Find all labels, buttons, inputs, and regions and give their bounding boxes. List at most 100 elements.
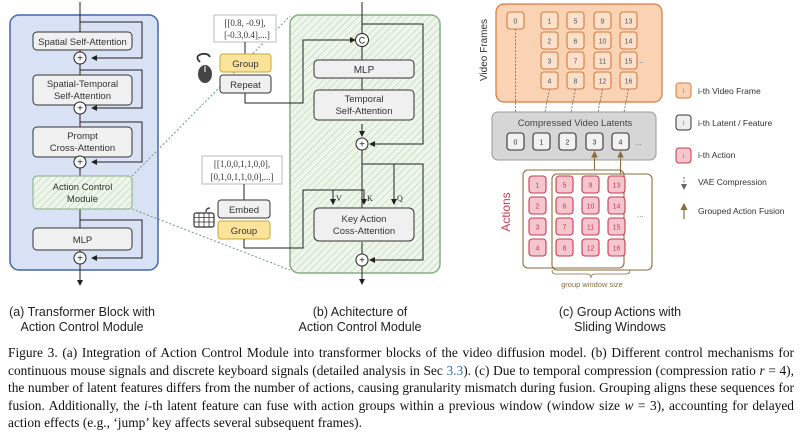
- caption-text: -th latent feature can fuse with action …: [147, 397, 625, 413]
- zoom-connector-bottom: [131, 208, 291, 271]
- caption-variable: r: [759, 362, 765, 378]
- latent-cell: 1: [532, 132, 551, 151]
- video-frame-cell: 4: [540, 71, 559, 90]
- section-reference-link[interactable]: 3.3: [446, 362, 464, 378]
- panel-b-action-control-module: C MLP Temporal Self-Attention + V K Q Ke…: [193, 2, 441, 285]
- svg-text:3: 3: [536, 225, 540, 232]
- svg-text:7: 7: [574, 59, 578, 66]
- caption-variable: w: [624, 397, 634, 413]
- svg-text:10: 10: [587, 204, 595, 211]
- svg-text:11: 11: [599, 59, 606, 66]
- svg-text:1: 1: [540, 140, 544, 147]
- temporal-label-1: Temporal: [344, 94, 383, 105]
- action-cell: 11: [581, 217, 600, 236]
- svg-text:0: 0: [514, 19, 518, 26]
- subcaption-c-line-2: Sliding Windows: [574, 320, 666, 334]
- prompt-label-2: Cross-Attention: [50, 143, 115, 154]
- action-cell: 14: [607, 196, 626, 215]
- subcaption-b: (b) Achitecture of Action Control Module: [280, 305, 440, 335]
- video-frame-cell: 2: [540, 31, 559, 50]
- svg-text:1: 1: [536, 183, 540, 190]
- caption-text: = 4), the number of latent features diff…: [8, 362, 794, 413]
- svg-text:i: i: [683, 121, 684, 127]
- subcaption-a-line-2: Action Control Module: [20, 320, 144, 334]
- action-cell: 9: [581, 175, 600, 194]
- subcaption-c-line-1: (c) Group Actions with: [558, 305, 682, 319]
- svg-text:4: 4: [548, 79, 552, 86]
- action-cell: 10: [581, 196, 600, 215]
- video-frame-cell: 5: [566, 11, 585, 30]
- action-cell: 2: [528, 196, 547, 215]
- action-cell: 7: [555, 217, 574, 236]
- spatial-temporal-label-1: Spatial-Temporal: [47, 79, 118, 90]
- svg-text:11: 11: [587, 225, 594, 232]
- svg-text:15: 15: [625, 59, 633, 66]
- action-cell: 12: [581, 238, 600, 257]
- video-frame-cell: 9: [593, 11, 612, 30]
- video-frame-cell: 13: [619, 11, 638, 30]
- add-node: +: [355, 137, 369, 151]
- svg-text:2: 2: [536, 204, 540, 211]
- latent-cell: 3: [585, 132, 604, 151]
- svg-text:i: i: [683, 154, 684, 160]
- action-cell: 4: [528, 238, 547, 257]
- legend-item-action: i i-th Action: [675, 147, 736, 164]
- caption-variable: i: [144, 397, 148, 413]
- action-cell: 1: [528, 175, 547, 194]
- latents-ellipsis: ...: [635, 138, 642, 147]
- svg-text:4: 4: [536, 246, 540, 253]
- keyboard-value-line-1: [[1,0,0,1,1,0,0],: [214, 159, 270, 169]
- mouse-value-line-1: [[0.8, -0.9],: [224, 18, 265, 28]
- svg-text:+: +: [77, 54, 83, 65]
- svg-text:Grouped Action Fusion: Grouped Action Fusion: [698, 206, 785, 216]
- video-frame-cell: 16: [619, 71, 638, 90]
- svg-text:8: 8: [563, 246, 567, 253]
- add-node: +: [355, 253, 369, 267]
- svg-text:7: 7: [563, 225, 567, 232]
- latent-cell: 2: [558, 132, 577, 151]
- action-cell: 16: [607, 238, 626, 257]
- svg-text:9: 9: [601, 19, 605, 26]
- svg-text:i-th Latent / Feature: i-th Latent / Feature: [698, 118, 772, 128]
- video-frame-cell: 14: [619, 31, 638, 50]
- svg-text:0: 0: [514, 140, 518, 147]
- add-node: +: [73, 155, 87, 169]
- mouse-repeat-label: Repeat: [230, 80, 261, 91]
- keyboard-value-line-2: [0,1,0,1,1,0,0],...]: [211, 172, 274, 182]
- svg-text:5: 5: [574, 19, 578, 26]
- svg-text:i: i: [683, 89, 684, 95]
- subcaption-b-line-1: (b) Achitecture of: [312, 305, 408, 319]
- spatial-self-attention-block: [32, 31, 133, 51]
- svg-text:+: +: [77, 104, 83, 115]
- video-frame-cell: 1: [540, 11, 559, 30]
- caption-text: = 3), accounting for delayed action effe…: [8, 397, 794, 431]
- figure-caption: Figure 3. (a) Integration of Action Cont…: [8, 344, 794, 432]
- video-frames-axis-label: Video Frames: [479, 19, 490, 81]
- video-frame-cell: 0: [506, 11, 525, 30]
- actions-ellipsis: ...: [637, 210, 644, 219]
- legend: i i-th Video Frame i i-th Latent / Featu…: [675, 82, 785, 219]
- video-frame-cell: 15: [619, 51, 638, 70]
- action-cell: 6: [555, 196, 574, 215]
- prompt-label-1: Prompt: [67, 131, 98, 142]
- svg-text:8: 8: [574, 79, 578, 86]
- svg-text:16: 16: [613, 246, 621, 253]
- query-label: Q: [397, 194, 403, 203]
- group-window-brace: [551, 269, 631, 279]
- legend-item-video-frame: i i-th Video Frame: [675, 82, 761, 99]
- svg-text:14: 14: [613, 204, 621, 211]
- svg-text:4: 4: [619, 140, 623, 147]
- subcaption-a-line-1: (a) Transformer Block with: [9, 305, 155, 319]
- action-cell: 15: [607, 217, 626, 236]
- zoom-connector-top: [131, 15, 291, 177]
- spatial-self-attention-label: Spatial Self-Attention: [38, 37, 127, 48]
- svg-text:14: 14: [625, 39, 633, 46]
- svg-text:2: 2: [548, 39, 552, 46]
- action-control-label-1: Action Control: [53, 182, 113, 193]
- mlp-label: MLP: [73, 235, 93, 246]
- legend-item-grouped-action-fusion: Grouped Action Fusion: [680, 202, 785, 219]
- add-node: +: [73, 251, 87, 265]
- svg-text:3: 3: [593, 140, 597, 147]
- action-cell: 8: [555, 238, 574, 257]
